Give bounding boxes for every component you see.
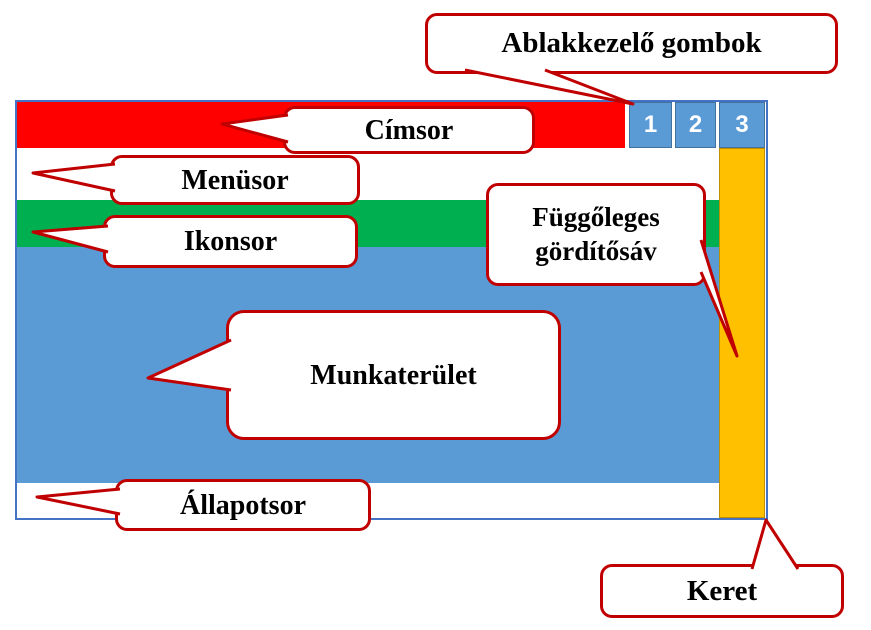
window-control-button-3: 3	[719, 102, 765, 148]
callout-work-area-label: Munkaterület	[310, 359, 477, 391]
callout-work-area: Munkaterület	[226, 310, 561, 440]
callout-tail-frame	[750, 518, 800, 570]
callout-window-buttons: Ablakkezelő gombok	[425, 13, 838, 74]
callout-tail-window-buttons	[464, 68, 635, 106]
callout-vertical-scrollbar-label-line1: Függőleges	[532, 201, 660, 232]
callout-menu-bar: Menüsor	[110, 155, 360, 205]
callout-title-bar-label: Címsor	[364, 114, 454, 146]
callout-vertical-scrollbar-label-line2: gördítősáv	[535, 235, 657, 266]
callout-frame: Keret	[600, 564, 844, 618]
callout-status-bar-label: Állapotsor	[180, 489, 306, 521]
callout-menu-bar-label: Menüsor	[181, 164, 289, 196]
window-control-button-2: 2	[675, 102, 716, 148]
callout-icon-bar: Ikonsor	[103, 215, 358, 268]
window-control-button-1-label: 1	[643, 111, 658, 138]
window-control-button-3-label: 3	[735, 111, 749, 138]
callout-icon-bar-label: Ikonsor	[183, 226, 278, 257]
callout-status-bar: Állapotsor	[115, 479, 371, 531]
callout-title-bar: Címsor	[283, 106, 535, 154]
window-control-button-1: 1	[629, 102, 672, 148]
callout-vertical-scrollbar: Függőleges gördítősáv	[486, 183, 706, 286]
window-control-button-2-label: 2	[688, 111, 703, 138]
vertical-scrollbar	[719, 148, 765, 518]
callout-frame-label: Keret	[686, 574, 758, 607]
callout-window-buttons-label: Ablakkezelő gombok	[501, 27, 762, 60]
